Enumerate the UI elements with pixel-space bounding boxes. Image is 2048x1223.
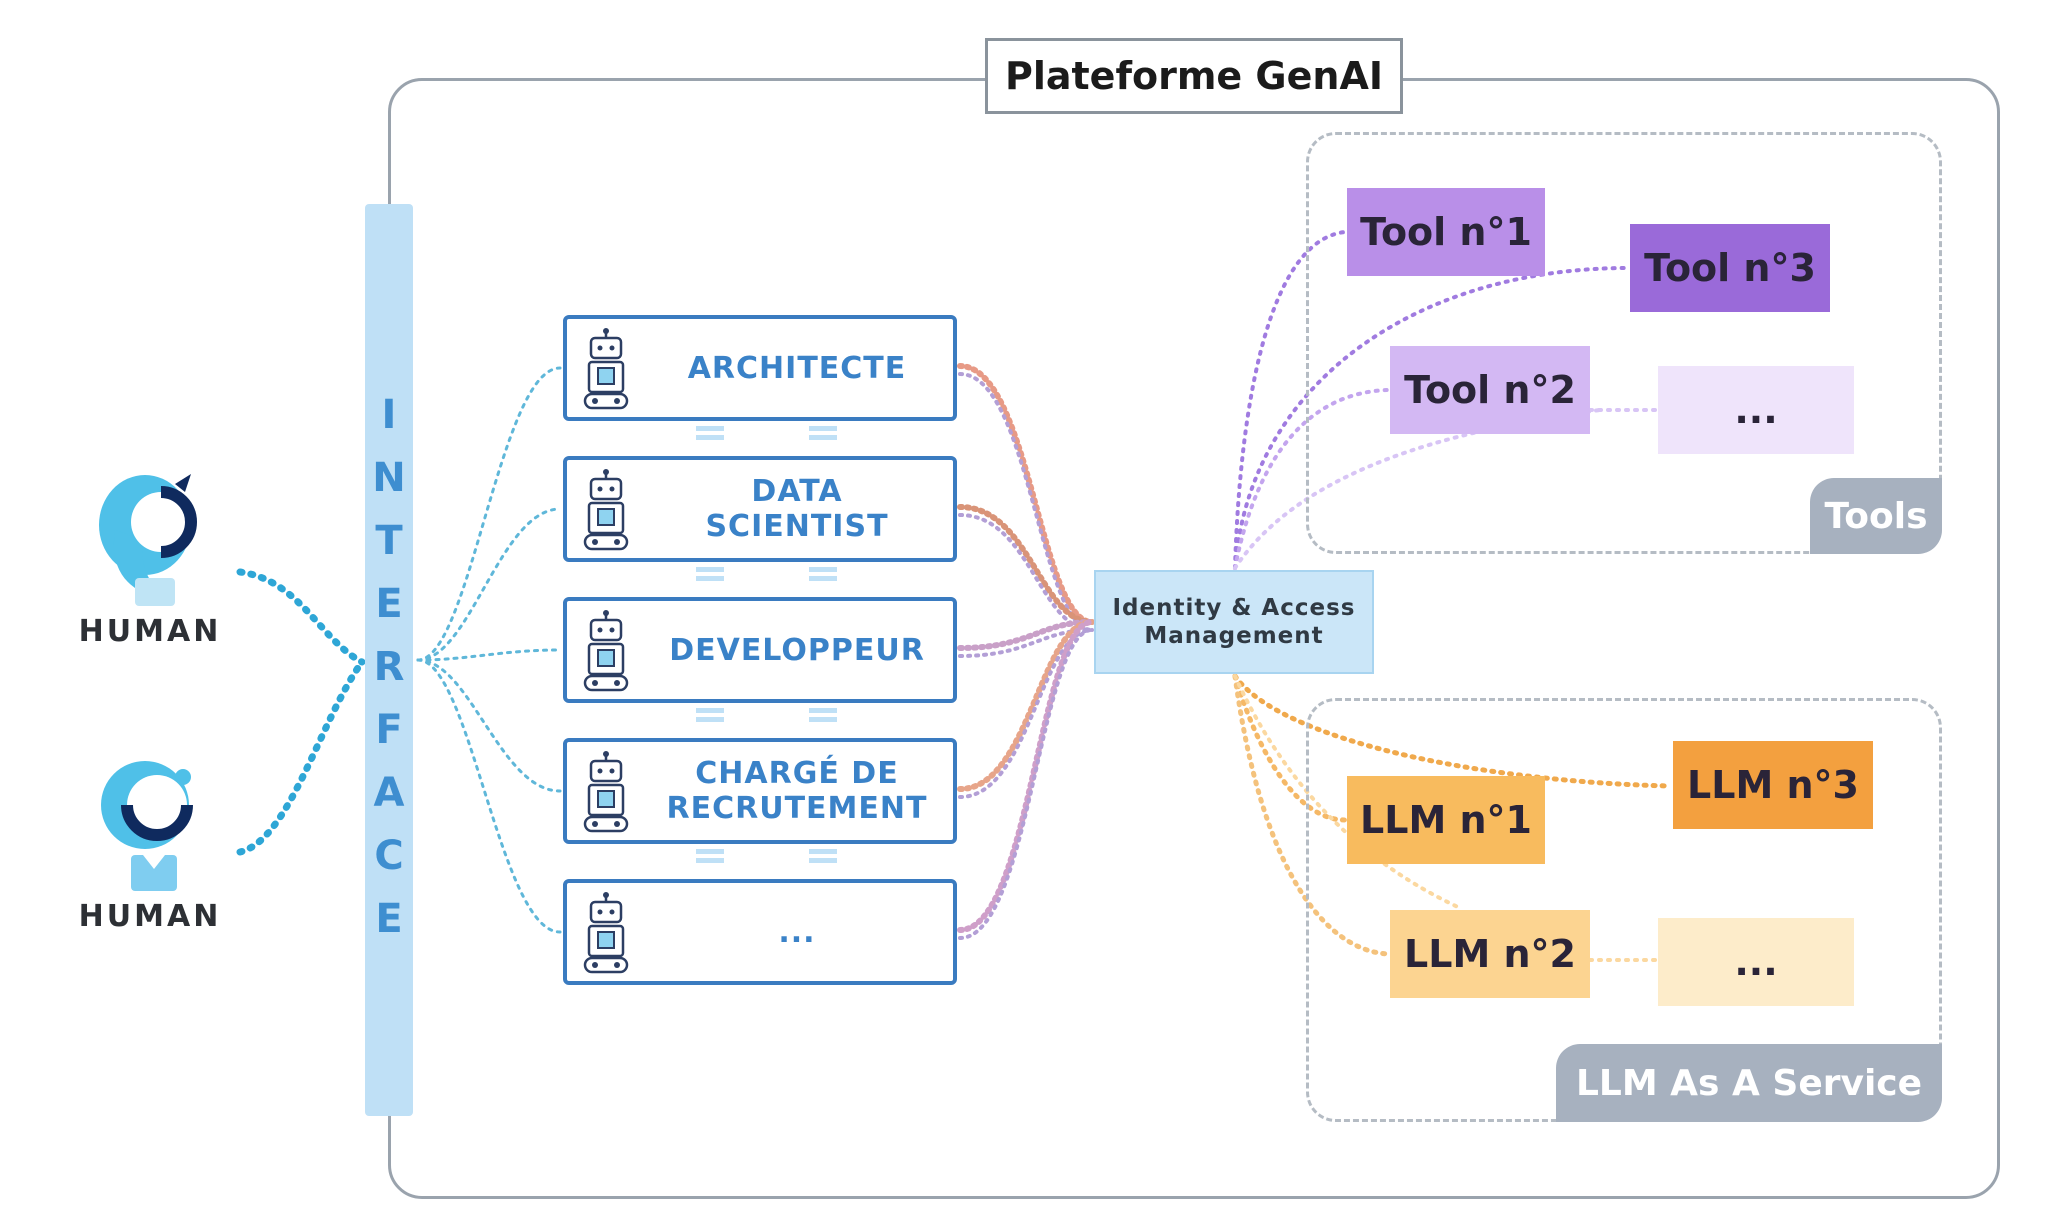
robot-icon	[583, 469, 629, 551]
interface-letter: F	[375, 707, 403, 753]
agent-link-bar	[809, 849, 837, 867]
connector-human-interface	[236, 658, 366, 856]
human-avatar-icon	[99, 474, 197, 606]
agent-label: ARCHITECTE	[687, 350, 907, 386]
llm-node-2[interactable]: LLM n°2	[1390, 910, 1590, 998]
llm-node-3[interactable]: LLM n°3	[1673, 741, 1873, 829]
interface-letter: N	[372, 455, 406, 501]
connector-iam-llm	[1232, 673, 1674, 789]
agent-card-data-scientist[interactable]: DATA SCIENTIST	[563, 456, 957, 562]
agent-card-developpeur[interactable]: DEVELOPPEUR	[563, 597, 957, 703]
connector-agent-iam	[957, 363, 1095, 625]
interface-letter: T	[375, 518, 403, 564]
agent-label: DATA SCIENTIST	[705, 474, 889, 544]
interface-letter: C	[374, 833, 404, 879]
llm-node-more[interactable]: ...	[1658, 918, 1854, 1006]
agent-link-bar	[809, 426, 837, 444]
connector-interface-agent	[416, 658, 562, 793]
agent-link-bar	[696, 708, 724, 726]
connector-interface-agent	[416, 507, 562, 662]
connector-agent-iam	[958, 513, 1094, 632]
human-label: HUMAN	[78, 614, 222, 649]
connector-iam-llm	[1232, 673, 1391, 957]
connector-human-interface	[236, 568, 366, 666]
tool-node-2[interactable]: Tool n°2	[1390, 346, 1590, 434]
human-actor-1: HUMAN	[70, 470, 230, 649]
connector-iam-tool	[1233, 408, 1602, 570]
robot-icon	[583, 892, 629, 974]
connector-iam-tool	[1233, 388, 1390, 570]
human-actor-2: HUMAN	[70, 755, 230, 934]
connector-agent-iam	[958, 372, 1094, 632]
agent-link-bar	[696, 849, 724, 867]
tool-node-1[interactable]: Tool n°1	[1347, 188, 1545, 276]
human-label: HUMAN	[78, 899, 222, 934]
agent-link-bar	[696, 567, 724, 585]
interface-bar: I N T E R F A C E	[365, 204, 413, 1116]
robot-icon	[583, 328, 629, 410]
robot-icon	[583, 610, 629, 692]
agent-card-architecte[interactable]: ARCHITECTE	[563, 315, 957, 421]
agent-label: ...	[778, 914, 816, 950]
interface-letter: E	[375, 896, 403, 942]
tool-node-more[interactable]: ...	[1658, 366, 1854, 454]
robot-icon	[583, 751, 629, 833]
platform-title: Plateforme GenAI	[985, 38, 1403, 114]
agent-card-charge-de-recrutement[interactable]: CHARGÉ DE RECRUTEMENT	[563, 738, 957, 844]
interface-letter: A	[373, 770, 405, 816]
human-avatar-icon	[101, 761, 193, 891]
llm-group-label: LLM As A Service	[1556, 1044, 1942, 1122]
tools-group	[1306, 132, 1942, 554]
connector-agent-iam	[958, 628, 1094, 940]
agent-link-bar	[696, 426, 724, 444]
agent-link-bar	[809, 708, 837, 726]
interface-letter: I	[381, 392, 397, 438]
agent-label: CHARGÉ DE RECRUTEMENT	[666, 756, 928, 826]
connector-agent-iam	[957, 619, 1095, 792]
tool-node-3[interactable]: Tool n°3	[1630, 224, 1830, 312]
llm-node-1[interactable]: LLM n°1	[1347, 776, 1545, 864]
interface-letter: E	[375, 581, 403, 627]
agent-card-more[interactable]: ...	[563, 879, 957, 985]
iam-box[interactable]: Identity & Access Management	[1094, 570, 1374, 674]
connector-agent-iam	[957, 619, 1095, 651]
interface-letter: R	[373, 644, 405, 690]
connector-iam-tool	[1233, 230, 1347, 570]
connector-interface-agent	[416, 658, 562, 934]
agent-label: DEVELOPPEUR	[669, 632, 925, 668]
connector-interface-agent	[416, 366, 562, 662]
connector-agent-iam	[957, 504, 1095, 625]
agent-link-bar	[809, 567, 837, 585]
tools-group-label: Tools	[1810, 478, 1942, 554]
